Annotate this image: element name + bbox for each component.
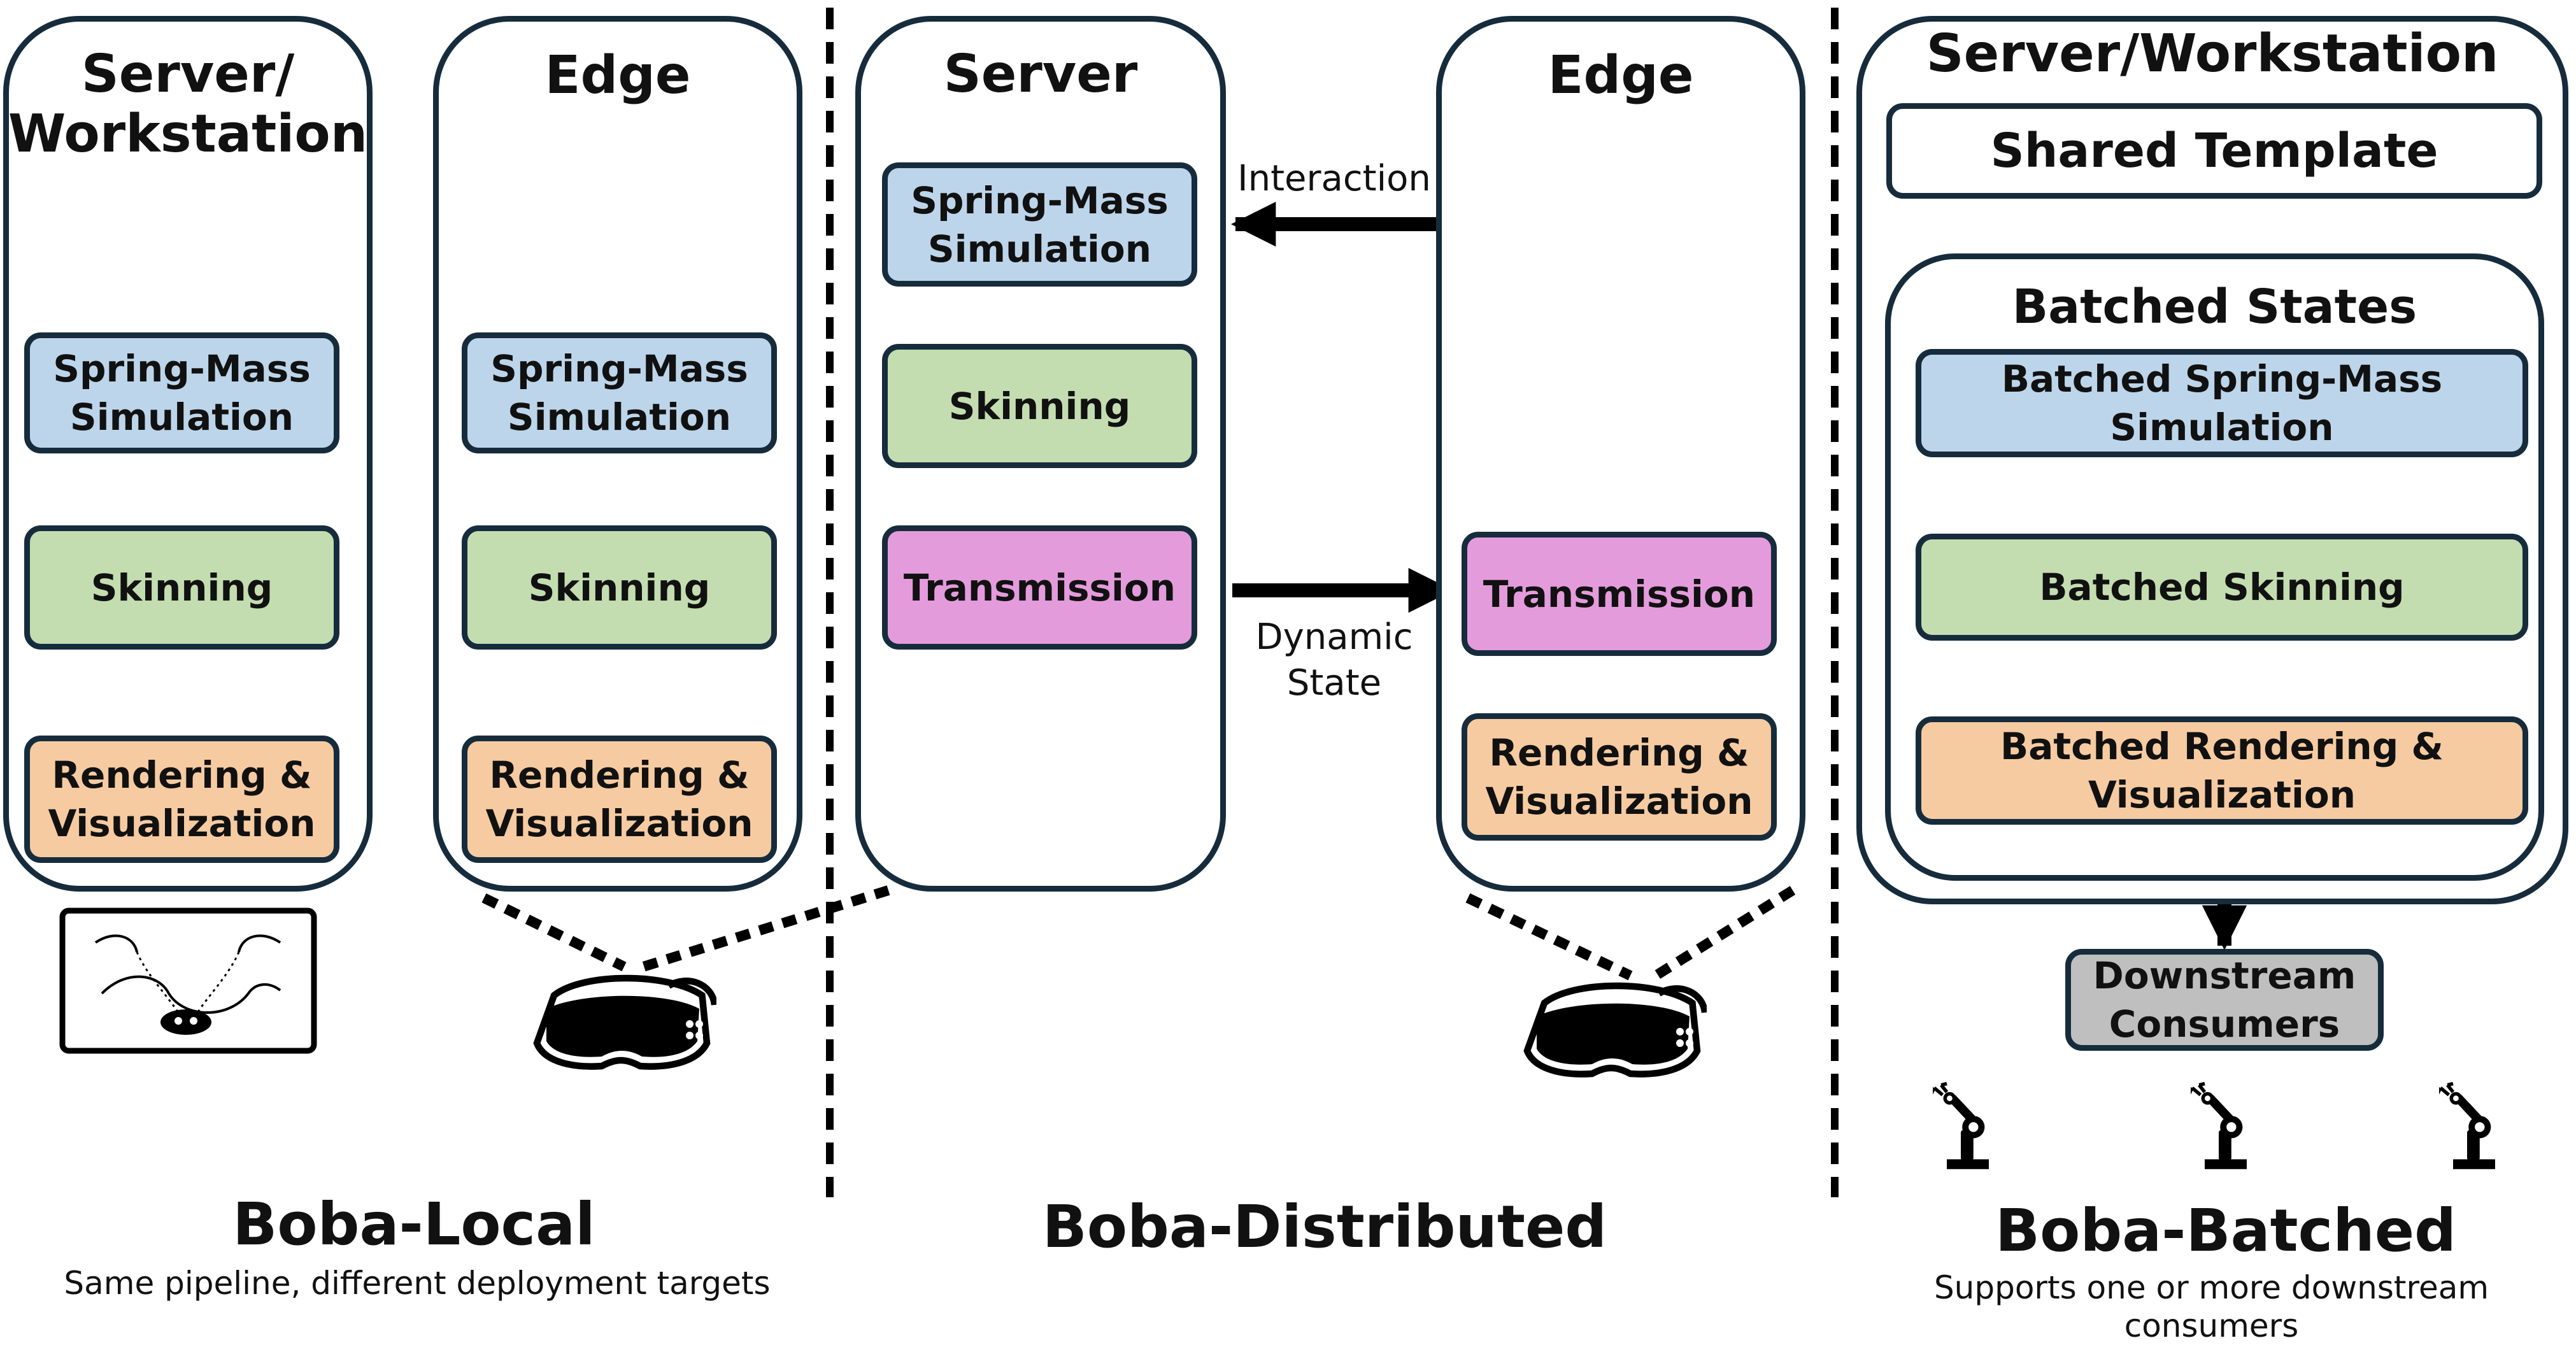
batched-caption: Supports one or more downstream consumer… bbox=[1933, 1269, 2489, 1344]
vr-headset-icon bbox=[537, 978, 715, 1067]
batched-server-title: Server/Workstation bbox=[1926, 24, 2499, 84]
vr-headset-icon bbox=[1527, 986, 1705, 1074]
local-server-rendering-box: Rendering & Visualization bbox=[24, 736, 339, 863]
batched-rendering-box: Batched Rendering & Visualization bbox=[1916, 716, 2528, 825]
distributed-server-transmission-box: Transmission bbox=[882, 525, 1197, 650]
distributed-section-title: Boba-Distributed bbox=[1042, 1193, 1607, 1261]
batched-section-title: Boba-Batched bbox=[1995, 1197, 2456, 1265]
robot-arm-icon bbox=[2189, 1084, 2247, 1169]
downstream-consumers-box: Downstream Consumers bbox=[2065, 949, 2384, 1051]
distributed-edge-rendering-box: Rendering & Visualization bbox=[1462, 713, 1777, 841]
local-server-skinning-box: Skinning bbox=[24, 525, 339, 650]
distributed-skinning-box: Skinning bbox=[882, 344, 1197, 468]
local-edge-rendering-box: Rendering & Visualization bbox=[462, 736, 777, 863]
local-section-title: Boba-Local bbox=[232, 1190, 595, 1258]
local-edge-title: Edge bbox=[544, 45, 691, 106]
interaction-label: Interaction bbox=[1237, 158, 1431, 199]
local-edge-skinning-box: Skinning bbox=[462, 525, 777, 650]
headset-projection-lines bbox=[481, 885, 1796, 981]
local-edge-simulation-box: Spring-Mass Simulation bbox=[462, 332, 777, 453]
robot-arm-icon bbox=[2438, 1084, 2495, 1169]
local-server-title: Server/ Workstation bbox=[8, 44, 368, 164]
batched-skinning-box: Batched Skinning bbox=[1916, 534, 2528, 641]
distributed-server-title: Server bbox=[943, 44, 1138, 104]
dynamic-state-label: Dynamic State bbox=[1255, 616, 1413, 704]
local-caption: Same pipeline, different deployment targ… bbox=[64, 1265, 771, 1302]
distributed-edge-transmission-box: Transmission bbox=[1462, 532, 1777, 656]
batched-states-title: Batched States bbox=[2012, 280, 2417, 334]
batched-simulation-box: Batched Spring-Mass Simulation bbox=[1916, 349, 2528, 457]
shared-template-box: Shared Template bbox=[1886, 103, 2542, 199]
distributed-simulation-box: Spring-Mass Simulation bbox=[882, 162, 1197, 287]
distributed-edge-title: Edge bbox=[1548, 45, 1694, 106]
monitor-icon bbox=[59, 907, 317, 1054]
robot-arm-icon bbox=[1932, 1084, 1989, 1169]
local-server-simulation-box: Spring-Mass Simulation bbox=[24, 332, 339, 453]
